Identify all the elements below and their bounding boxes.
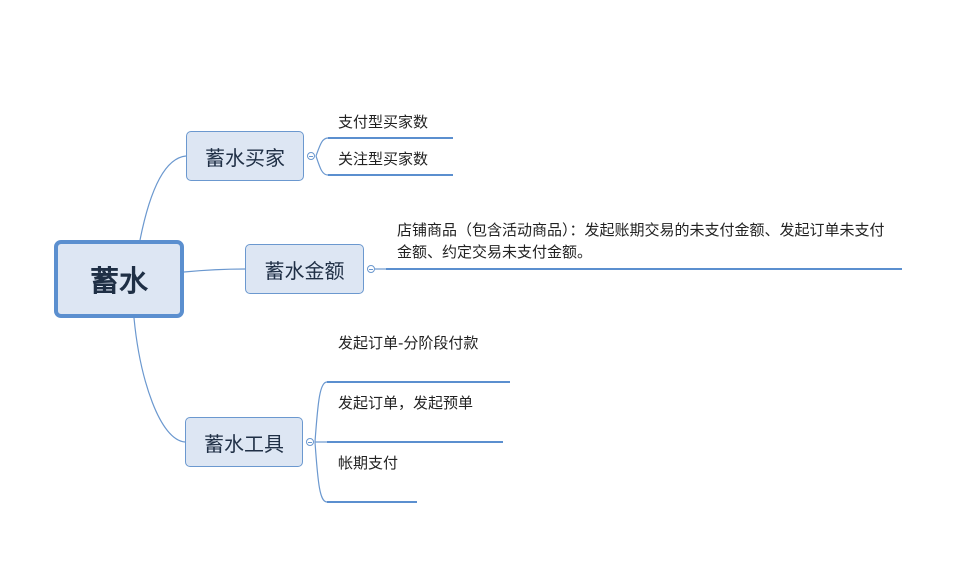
- branch-node-tools[interactable]: 蓄水工具: [185, 417, 303, 467]
- leaf-node[interactable]: 店铺商品（包含活动商品）：发起账期交易的未支付金额、发起订单未支付金额、约定交易…: [397, 221, 885, 261]
- leaf-node[interactable]: 发起订单-分阶段付款: [338, 334, 479, 352]
- link-root-branch-2: [183, 268, 246, 273]
- collapse-toggle-icon[interactable]: [306, 438, 314, 446]
- branch-label: 蓄水工具: [204, 431, 284, 456]
- leaf-node[interactable]: 帐期支付: [338, 454, 399, 472]
- leaf-node[interactable]: 发起订单，发起预单: [338, 394, 474, 412]
- leaf-node[interactable]: 支付型买家数: [338, 113, 429, 131]
- collapse-toggle-icon[interactable]: [367, 265, 375, 273]
- link-b1-leaf-2: [315, 155, 329, 176]
- link-b3-leaf-1: [314, 381, 328, 443]
- branch-label: 蓄水买家: [205, 145, 285, 170]
- root-node[interactable]: 蓄水: [54, 240, 184, 318]
- collapse-toggle-icon[interactable]: [307, 152, 315, 160]
- branch-node-buyers[interactable]: 蓄水买家: [186, 131, 304, 181]
- leaf-node[interactable]: 关注型买家数: [338, 150, 429, 168]
- link-root-branch-3: [133, 317, 186, 443]
- branch-node-amount[interactable]: 蓄水金额: [245, 244, 364, 294]
- link-b3-leaf-3: [314, 441, 328, 503]
- link-b1-leaf-1: [315, 137, 329, 157]
- link-root-branch-1: [139, 155, 187, 241]
- root-label: 蓄水: [89, 264, 148, 298]
- branch-label: 蓄水金额: [264, 258, 345, 283]
